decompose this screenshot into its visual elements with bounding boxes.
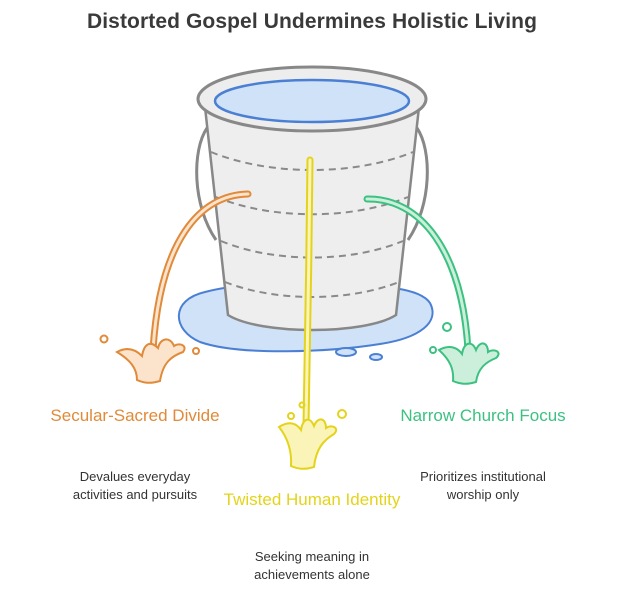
splash-middle — [277, 418, 338, 470]
label-secular-sacred-divide: Secular-Sacred Divide — [50, 406, 220, 425]
droplet — [337, 409, 347, 419]
water-drop — [335, 347, 357, 357]
label-narrow-church-focus: Narrow Church Focus — [400, 406, 566, 425]
splash-right — [437, 342, 500, 385]
description-twisted-human-identity: Seeking meaning in achievements alone — [254, 549, 370, 582]
description-secular-sacred-divide: Devalues everyday activities and pursuit… — [72, 469, 198, 502]
splash-left — [115, 338, 186, 384]
diagram-title: Distorted Gospel Undermines Holistic Liv… — [86, 10, 538, 33]
label-twisted-human-identity: Twisted Human Identity — [223, 490, 401, 509]
bucket-handle — [406, 127, 429, 241]
droplet — [287, 412, 295, 420]
droplet — [298, 401, 306, 409]
water-drop — [369, 353, 383, 361]
bucket-handle — [195, 127, 218, 241]
description-narrow-church-focus: Prioritizes institutional worship only — [420, 469, 546, 502]
bucket-water-surface — [213, 78, 411, 124]
droplet — [192, 347, 200, 355]
droplet — [442, 322, 452, 332]
droplet — [99, 334, 109, 344]
droplet — [429, 346, 437, 354]
